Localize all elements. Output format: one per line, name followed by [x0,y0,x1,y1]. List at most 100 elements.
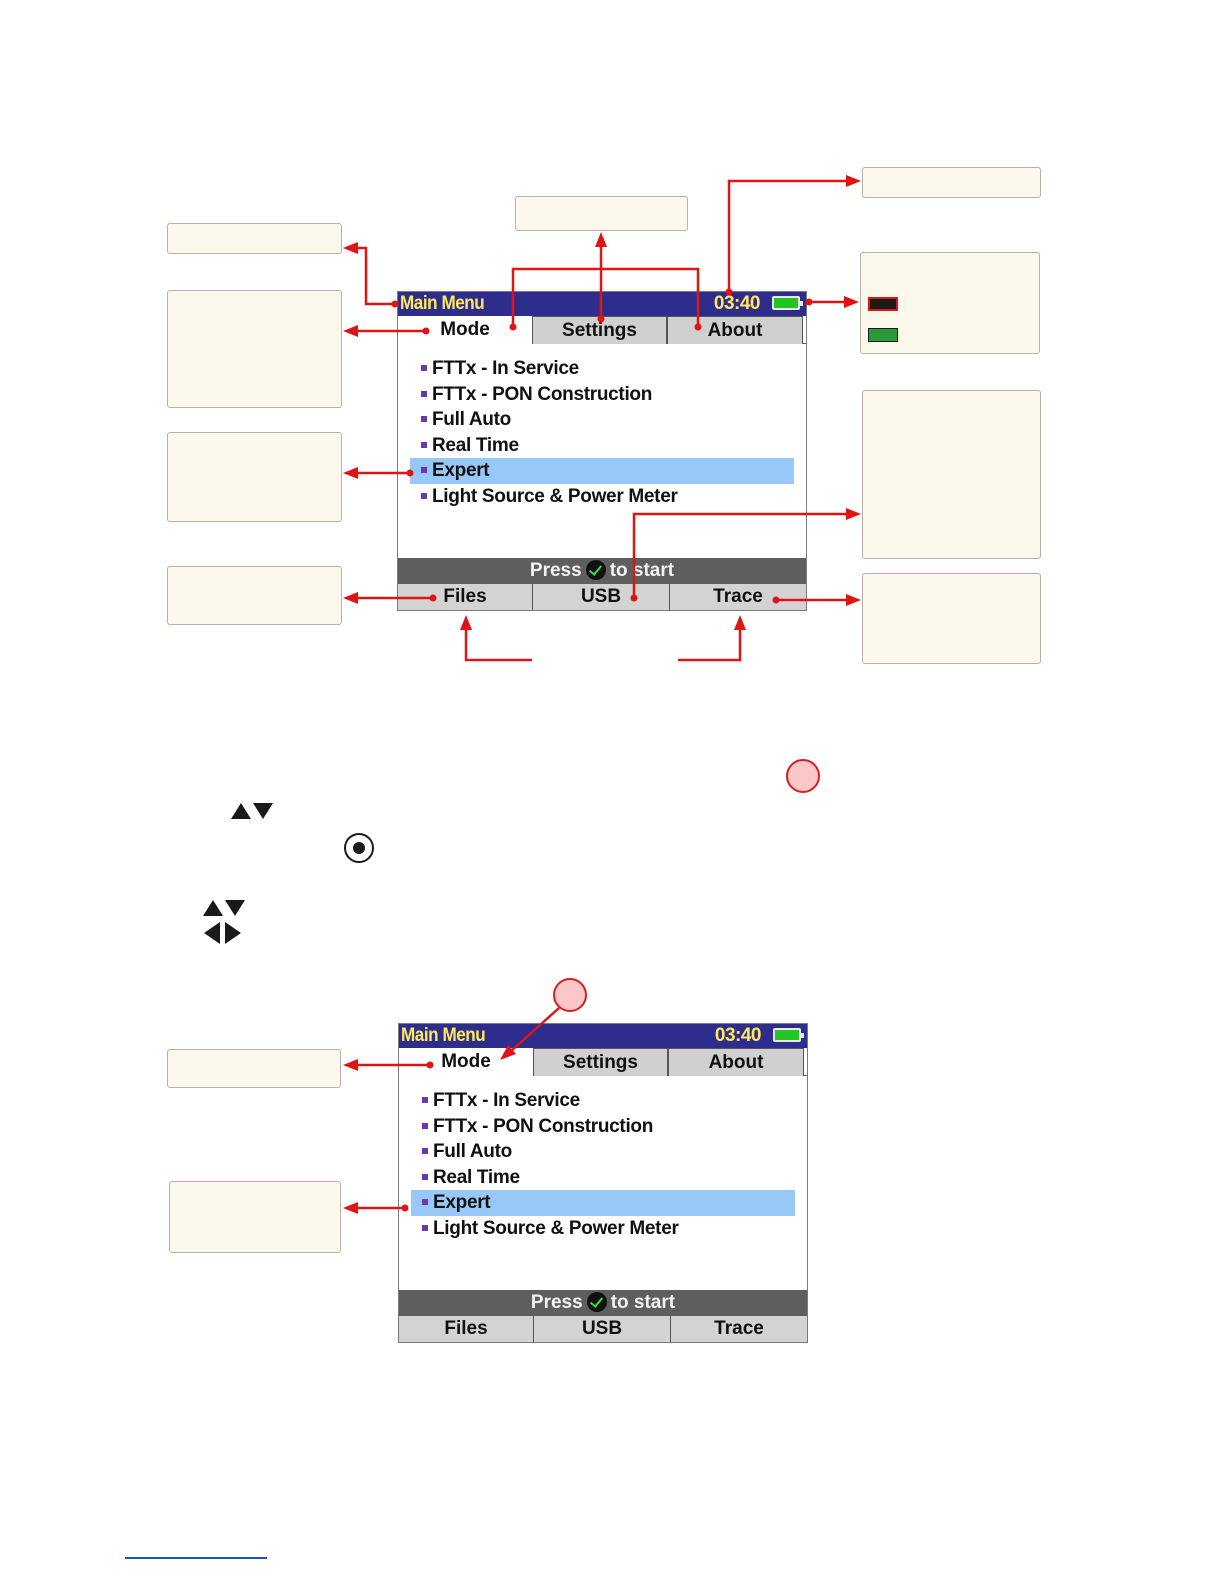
menu-item-fttx-pon-construction[interactable]: FTTx - PON Construction [411,1114,795,1140]
menu-item-fttx-in-service[interactable]: FTTx - In Service [411,1088,795,1114]
check-icon [586,1292,607,1312]
menu-item-label: FTTx - In Service [432,358,579,379]
tab-label: Settings [563,1052,638,1073]
four-way-arrow-keys-icon [203,900,247,946]
bottom-tab-usb[interactable]: USB [533,584,670,610]
status-bar: Press to start [399,1290,807,1316]
menu-item-label: Real Time [432,434,519,456]
menu-item-label: FTTx - In Service [433,1090,580,1111]
bullet-icon [421,416,427,423]
bullet-icon [421,390,427,397]
bullet-icon [422,1148,428,1155]
tab-about[interactable]: About [668,1048,804,1076]
clock: 03:40 [714,1025,762,1046]
menu-item-fttx-in-service[interactable]: FTTx - In Service [410,356,794,382]
tab-label: About [708,1052,764,1073]
bottom-tab-label: USB [581,1318,623,1339]
step-marker-circle-2 [553,978,587,1012]
menu-item-fttx-pon-construction[interactable]: FTTx - PON Construction [410,382,794,408]
step-marker-circle [786,759,820,793]
callout-clock [862,167,1041,198]
menu-item-label: Expert [433,1192,491,1214]
bullet-icon [422,1122,428,1129]
callout-tabs [515,196,688,231]
enter-button-icon [344,833,374,863]
menu-item-real-time[interactable]: Real Time [410,433,794,459]
mode-menu-list: FTTx - In Service FTTx - PON Constructio… [411,1088,795,1242]
callout-title-bar [167,223,342,254]
bottom-tab-label: Files [444,1318,488,1339]
battery-icon [772,296,803,310]
battery-full-icon [868,328,898,342]
tab-settings[interactable]: Settings [533,1048,668,1076]
status-prefix: Press [530,1292,583,1313]
callout-arrows-1 [343,175,861,662]
top-tabs: Mode Settings About [399,1048,807,1076]
callout-trace [862,573,1041,664]
battery-empty-icon [868,297,898,311]
menu-item-light-source-power-meter[interactable]: Light Source & Power Meter [410,484,794,510]
callout-selected-item [167,432,342,522]
tab-label: Settings [562,320,637,341]
menu-item-light-source-power-meter[interactable]: Light Source & Power Meter [411,1216,795,1242]
menu-item-real-time[interactable]: Real Time [411,1165,795,1191]
callout-battery [860,252,1040,354]
bottom-tab-label: Files [443,586,487,607]
bullet-icon [421,441,427,448]
callout-arrows-2 [343,1007,560,1214]
mode-menu-list: FTTx - In Service FTTx - PON Constructio… [410,356,794,510]
bullet-icon [421,467,427,474]
tab-label: Mode [440,319,490,340]
device-screen-main-menu-1: Main Menu 03:40 Mode Settings About FTTx… [397,291,807,611]
menu-item-label: Expert [432,460,490,482]
bottom-tab-trace[interactable]: Trace [670,584,806,610]
bullet-icon [421,365,427,371]
tab-label: About [707,320,763,341]
check-icon [585,560,606,580]
up-down-arrow-keys-icon [231,803,275,820]
battery-icon [773,1028,804,1042]
menu-item-label: FTTx - PON Construction [433,1115,654,1137]
menu-item-full-auto[interactable]: Full Auto [411,1139,795,1165]
menu-item-label: Full Auto [433,1141,512,1163]
menu-item-full-auto[interactable]: Full Auto [410,407,794,433]
menu-item-label: Real Time [433,1166,520,1188]
bullet-icon [422,1199,428,1206]
bottom-tab-trace[interactable]: Trace [671,1316,807,1342]
bottom-tab-label: USB [580,586,622,607]
bottom-tab-files[interactable]: Files [399,1316,534,1342]
screen-title: Main Menu [400,293,485,314]
bottom-tab-label: Trace [713,586,763,607]
device-screen-main-menu-2: Main Menu 03:40 Mode Settings About FTTx… [398,1023,808,1343]
callout-mode-tab [167,290,342,408]
status-suffix: to start [610,1292,676,1313]
menu-item-label: Light Source & Power Meter [433,1217,679,1239]
callout-mode-tab-2 [167,1049,341,1088]
status-bar: Press to start [398,558,806,584]
bottom-tabs: Files USB Trace [399,1316,807,1342]
menu-item-expert[interactable]: Expert [410,458,794,484]
callout-files [167,566,342,625]
menu-item-label: Light Source & Power Meter [432,485,678,507]
status-prefix: Press [529,560,582,581]
screen-title: Main Menu [401,1025,486,1046]
top-tabs: Mode Settings About [398,316,806,344]
bullet-icon [422,1173,428,1180]
bullet-icon [421,492,427,499]
bottom-tab-usb[interactable]: USB [534,1316,671,1342]
bottom-tab-label: Trace [714,1318,764,1339]
tab-about[interactable]: About [667,316,803,344]
footnote-rule [125,1557,267,1559]
title-bar: Main Menu 03:40 [399,1024,807,1048]
bottom-tabs: Files USB Trace [398,584,806,610]
menu-item-label: Full Auto [432,409,511,431]
bullet-icon [422,1097,428,1103]
status-suffix: to start [609,560,675,581]
menu-item-expert[interactable]: Expert [411,1190,795,1216]
menu-item-label: FTTx - PON Construction [432,383,653,405]
tab-label: Mode [441,1051,491,1072]
callout-selected-item-2 [169,1181,341,1253]
callout-usb [862,390,1041,559]
bullet-icon [422,1224,428,1231]
clock: 03:40 [713,293,761,314]
